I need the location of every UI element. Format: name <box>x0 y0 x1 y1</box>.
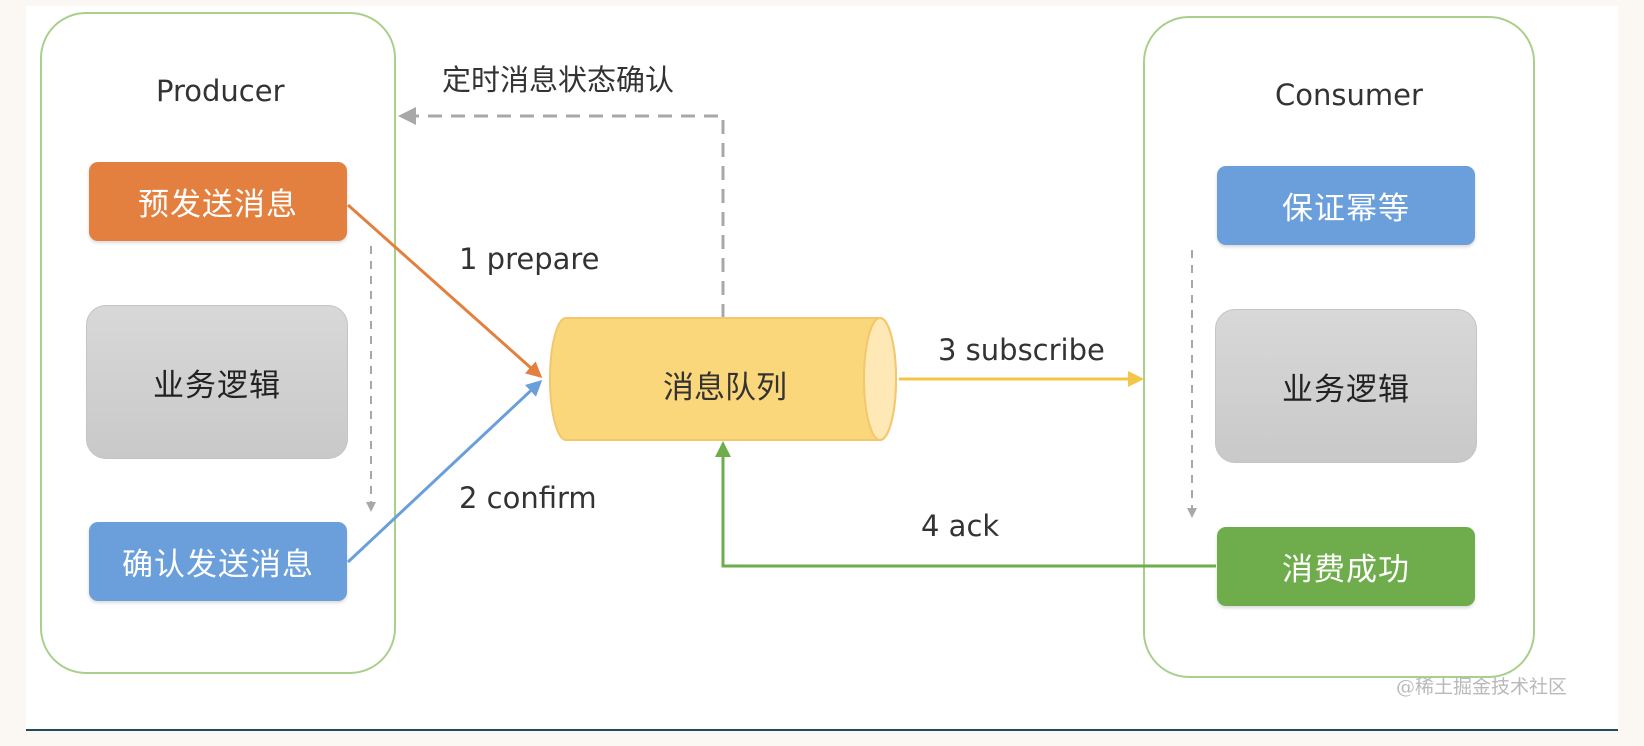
check-back-arrow <box>398 107 725 318</box>
subscribe-label: 3 subscribe <box>938 333 1105 367</box>
consumer-step-business-logic: 业务逻辑 <box>1215 309 1477 463</box>
consumer-step-consume-success: 消费成功 <box>1217 527 1475 606</box>
consumer-title: Consumer <box>1275 78 1423 112</box>
producer-step-prepare-send: 预发送消息 <box>89 162 347 241</box>
producer-title: Producer <box>156 74 285 108</box>
producer-step-business-logic: 业务逻辑 <box>86 305 348 459</box>
confirm-label: 2 confirm <box>459 481 597 515</box>
prepare-label: 1 prepare <box>459 242 600 276</box>
ack-label: 4 ack <box>921 509 1000 543</box>
check-back-label: 定时消息状态确认 <box>442 63 675 97</box>
producer-group <box>40 12 396 674</box>
prepare-arrow <box>347 203 543 378</box>
message-queue-cylinder <box>549 317 897 441</box>
bottom-rule <box>26 729 1618 731</box>
confirm-arrow <box>346 379 543 564</box>
message-queue-label: 消息队列 <box>663 370 787 406</box>
consumer-group <box>1143 16 1535 678</box>
ack-arrow <box>715 441 1216 568</box>
producer-step-confirm-send: 确认发送消息 <box>89 522 347 601</box>
watermark: @稀土掘金技术社区 <box>1396 676 1568 698</box>
consumer-step-idempotent: 保证幂等 <box>1217 166 1475 245</box>
